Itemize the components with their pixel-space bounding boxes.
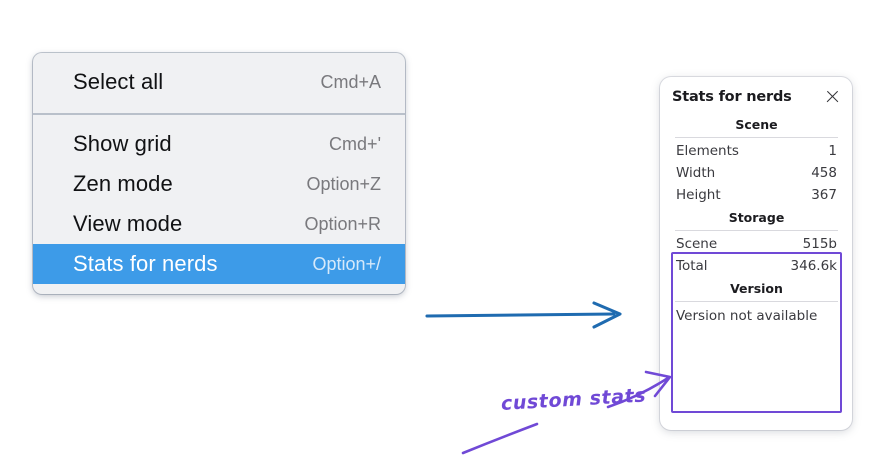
stats-row-storage-total: Total 346.6k (672, 255, 841, 277)
stats-row-key: Total (676, 258, 708, 274)
stats-group-version: Version Version not available (672, 277, 841, 326)
annotation-label-custom-stats: custom stats (500, 384, 647, 415)
menu-item-show-grid[interactable]: Show grid Cmd+' (33, 124, 405, 164)
stats-row-height: Height 367 (672, 184, 841, 206)
stats-row-value: 458 (811, 165, 837, 181)
stats-row-key: Height (676, 187, 721, 203)
menu-item-shortcut: Option+/ (312, 253, 381, 274)
close-icon[interactable] (824, 88, 841, 105)
menu-item-shortcut: Cmd+' (329, 133, 381, 154)
menu-item-shortcut: Option+Z (306, 173, 381, 194)
stats-panel-header: Stats for nerds (672, 88, 841, 105)
stats-panel-title: Stats for nerds (672, 88, 792, 105)
stats-row-elements: Elements 1 (672, 140, 841, 162)
divider (675, 230, 838, 231)
menu-item-label: Show grid (73, 131, 172, 156)
menu-item-select-all[interactable]: Select all Cmd+A (33, 62, 405, 102)
menu-item-shortcut: Cmd+A (320, 71, 381, 92)
purple-underline-stroke (461, 422, 539, 455)
stats-row-value: 346.6k (790, 258, 837, 274)
menu-divider (33, 113, 405, 115)
stats-row-key: Elements (676, 143, 739, 159)
stats-group-storage: Storage Scene 515b Total 346.6k (672, 206, 841, 277)
stats-group-title: Scene (735, 117, 778, 132)
menu-item-label: Select all (73, 69, 164, 94)
stats-row-value: 367 (811, 187, 837, 203)
menu-item-zen-mode[interactable]: Zen mode Option+Z (33, 164, 405, 204)
menu-item-label: Zen mode (73, 171, 173, 196)
menu-item-label: View mode (73, 211, 183, 236)
divider (675, 137, 838, 138)
stats-row-value: 515b (802, 236, 837, 252)
context-menu-section-2: Show grid Cmd+' Zen mode Option+Z View m… (33, 115, 405, 294)
stats-row-key: Width (676, 165, 716, 181)
stats-version-text: Version not available (676, 308, 818, 324)
menu-item-stats-for-nerds[interactable]: Stats for nerds Option+/ (33, 244, 405, 284)
stats-row-width: Width 458 (672, 162, 841, 184)
menu-item-label: Stats for nerds (73, 251, 218, 276)
stats-row-key: Scene (676, 236, 718, 252)
stats-row-value: 1 (828, 143, 837, 159)
stats-group-title: Storage (728, 210, 785, 225)
divider (675, 301, 838, 302)
menu-item-view-mode[interactable]: View mode Option+R (33, 204, 405, 244)
blue-flow-arrow (425, 301, 622, 329)
context-menu-section-1: Select all Cmd+A (33, 53, 405, 113)
stats-group-scene: Scene Elements 1 Width 458 Height 367 (672, 113, 841, 206)
context-menu[interactable]: Select all Cmd+A Show grid Cmd+' Zen mod… (33, 53, 405, 294)
stats-group-title: Version (730, 281, 783, 296)
stats-row-storage-scene: Scene 515b (672, 233, 841, 255)
stats-for-nerds-panel: Stats for nerds Scene Elements 1 Width 4… (660, 77, 852, 430)
menu-item-shortcut: Option+R (304, 213, 381, 234)
